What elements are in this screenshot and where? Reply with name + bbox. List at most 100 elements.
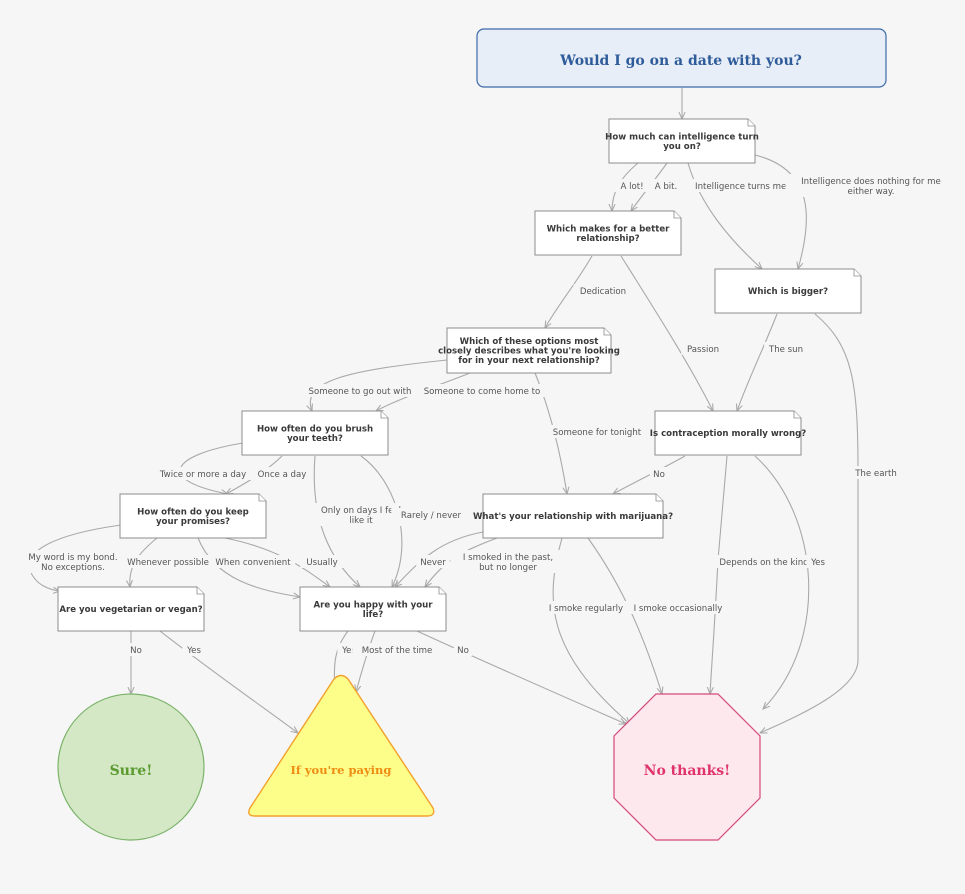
- edge-label-contra-yes: Yes: [806, 555, 830, 568]
- edge-label-come-home: Someone to come home to: [419, 384, 545, 397]
- edge-label-bg: [612, 179, 652, 192]
- edge-label-text: Intelligence turns me off.: [695, 182, 803, 192]
- edge-label-bg: [182, 643, 206, 656]
- title-node[interactable]: Would I go on a date with you?: [476, 28, 887, 88]
- page-fold-icon: [196, 587, 204, 595]
- edge-label-passion: Passion: [681, 342, 725, 355]
- question-bigger[interactable]: Which is bigger?: [714, 268, 862, 314]
- edge-never: [395, 531, 484, 587]
- edge-label-bg: [419, 384, 545, 397]
- question-vegetarian[interactable]: Are you vegetarian or vegan?: [57, 586, 205, 632]
- edge-label-text: The earth: [854, 469, 897, 479]
- edge-label-bg: [711, 555, 817, 568]
- edge-label-rarely: Rarely / never: [391, 508, 471, 521]
- edge-label-bg: [538, 601, 634, 614]
- edge-label-text: Whenever possible: [127, 558, 209, 568]
- question-card: [482, 493, 664, 539]
- edge-label-text: A bit.: [655, 182, 678, 192]
- edge-label-bg: [300, 555, 344, 568]
- outcome-paying[interactable]: If you're paying: [248, 674, 435, 817]
- edge-label-text: The sun: [768, 345, 803, 355]
- edge-label-bg: [649, 467, 669, 480]
- edge-label-bg: [391, 508, 471, 521]
- edge-label-text: When convenient: [215, 558, 291, 568]
- question-card: [654, 410, 802, 456]
- edge-contra-yes: [754, 455, 810, 709]
- edge-label-bg: [785, 174, 957, 197]
- edge-label-occasionally: I smoke occasionally: [623, 601, 733, 614]
- edge-the-sun: [737, 313, 778, 411]
- page-fold-icon: [673, 211, 681, 219]
- question-text: Which is bigger?: [748, 287, 828, 297]
- edge-label-when-convenient: When convenient: [210, 555, 296, 568]
- question-card: [241, 410, 389, 456]
- edge-label-contra-no: No: [649, 467, 669, 480]
- question-card: [446, 327, 612, 374]
- page-fold-icon: [853, 269, 861, 277]
- page-fold-icon: [380, 411, 388, 419]
- edge-most-time: [356, 630, 376, 692]
- question-card: [534, 210, 682, 256]
- edge-label-bg: [150, 467, 256, 480]
- edge-happy-no: [416, 630, 626, 724]
- edge-label-my-word: My word is my bond.No exceptions.: [20, 550, 126, 573]
- edge-label-a-bit: A bit.: [646, 179, 686, 192]
- edge-label-the-earth: The earth: [849, 466, 903, 479]
- page-fold-icon: [603, 328, 611, 336]
- question-marijuana[interactable]: What's your relationship with marijuana?: [473, 493, 673, 539]
- edge-the-earth: [760, 313, 859, 733]
- edge-label-most-time: Most of the time: [352, 643, 442, 656]
- edge-go-out: [310, 359, 448, 411]
- edge-label-bg: [453, 643, 473, 656]
- edge-depends: [710, 455, 728, 694]
- question-contraception[interactable]: Is contraception morally wrong?: [650, 410, 806, 456]
- edge-label-veg-no: No: [126, 643, 146, 656]
- edge-label-bg: [678, 179, 820, 192]
- edge-label-bg: [252, 467, 312, 480]
- edge-label-text: Someone to come home to: [424, 387, 541, 397]
- edge-label-turns-off: Intelligence turns me off.: [678, 179, 820, 192]
- edge-label-veg-yes: Yes: [182, 643, 206, 656]
- edge-label-text: I smoke occasionally: [634, 604, 723, 614]
- outcome-sure[interactable]: Sure!: [57, 693, 205, 841]
- page-fold-icon: [793, 411, 801, 419]
- outcome-octagon: [613, 693, 761, 841]
- edge-label-text: No: [130, 646, 142, 656]
- page-title: Would I go on a date with you?: [559, 53, 802, 69]
- edge-label-usually: Usually: [300, 555, 344, 568]
- edge-label-bg: [849, 466, 903, 479]
- outcome-paying-label: If you're paying: [291, 763, 392, 777]
- outcome-triangle: [248, 674, 435, 817]
- edge-label-depends: Depends on the kind: [711, 555, 817, 568]
- edge-label-text: Yes: [810, 558, 825, 568]
- outcome-no-thanks-label: No thanks!: [644, 763, 731, 779]
- edge-label-bg: [450, 550, 566, 573]
- edge-label-text: Most of the time: [362, 646, 433, 656]
- edge-label-text: Yes: [186, 646, 201, 656]
- edge-label-go-out: Someone to go out with: [299, 384, 421, 397]
- question-card: [608, 118, 756, 164]
- edge-label-regularly: I smoke regularly: [538, 601, 634, 614]
- edge-label-tonight: Someone for tonight: [544, 425, 650, 438]
- edge-label-text: Depends on the kind: [719, 558, 808, 568]
- edge-label-bg: [764, 342, 808, 355]
- edge-label-smoked-past: I smoked in the past,but no longer: [450, 550, 566, 573]
- edge-label-dedication: Dedication: [573, 284, 633, 297]
- page-fold-icon: [747, 119, 755, 127]
- outcome-no-thanks[interactable]: No thanks!: [613, 693, 761, 841]
- edge-label-never: Never: [416, 555, 450, 568]
